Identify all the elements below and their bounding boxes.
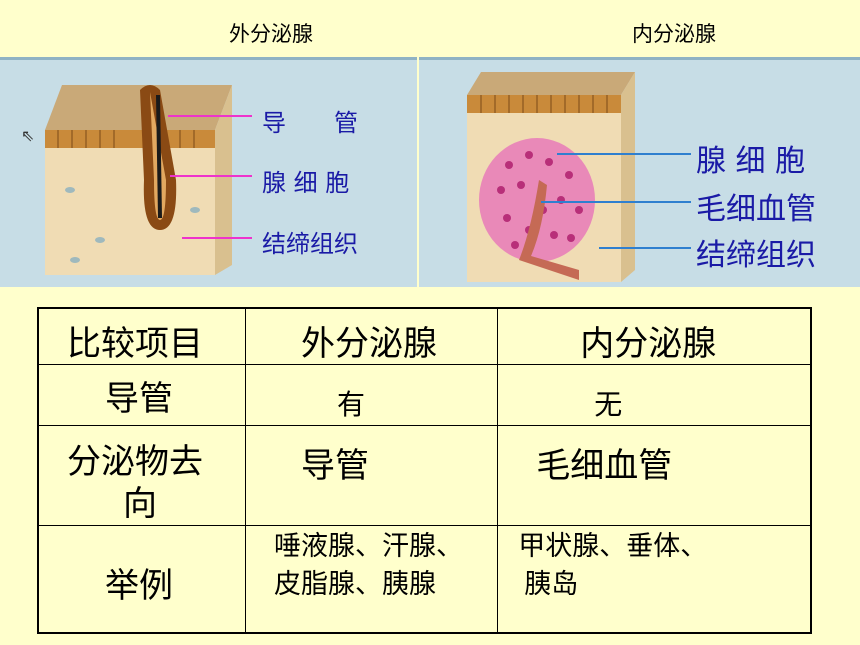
table-cell: 甲状腺、垂体、 胰岛 — [497, 524, 812, 634]
table-cell: 导管 — [244, 424, 499, 526]
label-capillary: 毛细血管 — [696, 192, 816, 227]
endocrine-caption: 内分泌腺 — [632, 22, 716, 46]
exocrine-caption: 外分泌腺 — [229, 22, 313, 46]
row-item-secretion-line1: 分泌物去 — [67, 441, 203, 482]
table-header-row: 比较项目 外分泌腺 内分泌腺 — [37, 307, 812, 365]
comparison-table: 比较项目 外分泌腺 内分泌腺 导管 有 无 分泌物去 向 导管 毛细血管 — [37, 307, 812, 634]
endocrine-secretion-value: 毛细血管 — [536, 445, 673, 486]
table-cell: 唾液腺、汗腺、 皮脂腺、胰腺 — [244, 524, 499, 634]
header-item: 比较项目 — [67, 324, 203, 364]
mouse-cursor-icon: ⇖ — [21, 126, 35, 145]
exocrine-gland-illustration — [45, 85, 252, 275]
table-header-cell: 外分泌腺 — [244, 307, 499, 365]
exocrine-duct-value: 有 — [336, 387, 365, 421]
table-cell: 导管 — [37, 363, 246, 426]
endocrine-gland-illustration — [467, 72, 691, 282]
table-cell: 无 — [497, 363, 812, 426]
endocrine-duct-value: 无 — [594, 387, 623, 421]
endocrine-diagram-panel: 腺 细 胞 毛细血管 结缔组织 — [419, 57, 860, 287]
row-item-secretion-line2: 向 — [123, 483, 157, 524]
table-cell: 举例 — [37, 524, 246, 634]
exocrine-example-line1: 唾液腺、汗腺、 — [273, 530, 463, 562]
label-duct: 导 管 — [262, 109, 358, 137]
table-row: 分泌物去 向 导管 毛细血管 — [37, 424, 812, 526]
exocrine-diagram-panel: ⇖ 导 管 腺 细 胞 结缔组织 — [0, 57, 417, 287]
endocrine-example-line2: 胰岛 — [524, 568, 579, 600]
exocrine-example-line2: 皮脂腺、胰腺 — [273, 568, 436, 600]
row-item-duct: 导管 — [105, 378, 173, 419]
table-row: 导管 有 无 — [37, 363, 812, 426]
label-connective-tissue: 结缔组织 — [262, 230, 358, 258]
row-item-example: 举例 — [105, 565, 173, 606]
label-gland-cell: 腺 细 胞 — [696, 144, 806, 179]
header-exocrine: 外分泌腺 — [300, 324, 437, 364]
table-header-cell: 比较项目 — [37, 307, 246, 365]
label-connective-tissue: 结缔组织 — [696, 238, 816, 273]
table-cell: 有 — [244, 363, 499, 426]
endocrine-example-line1: 甲状腺、垂体、 — [518, 530, 708, 562]
header-endocrine: 内分泌腺 — [580, 324, 717, 364]
table-cell: 分泌物去 向 — [37, 424, 246, 526]
table-header-cell: 内分泌腺 — [497, 307, 812, 365]
exocrine-secretion-value: 导管 — [300, 445, 369, 486]
label-gland-cell: 腺 细 胞 — [262, 169, 350, 197]
table-cell: 毛细血管 — [497, 424, 812, 526]
table-row: 举例 唾液腺、汗腺、 皮脂腺、胰腺 甲状腺、垂体、 胰岛 — [37, 524, 812, 634]
